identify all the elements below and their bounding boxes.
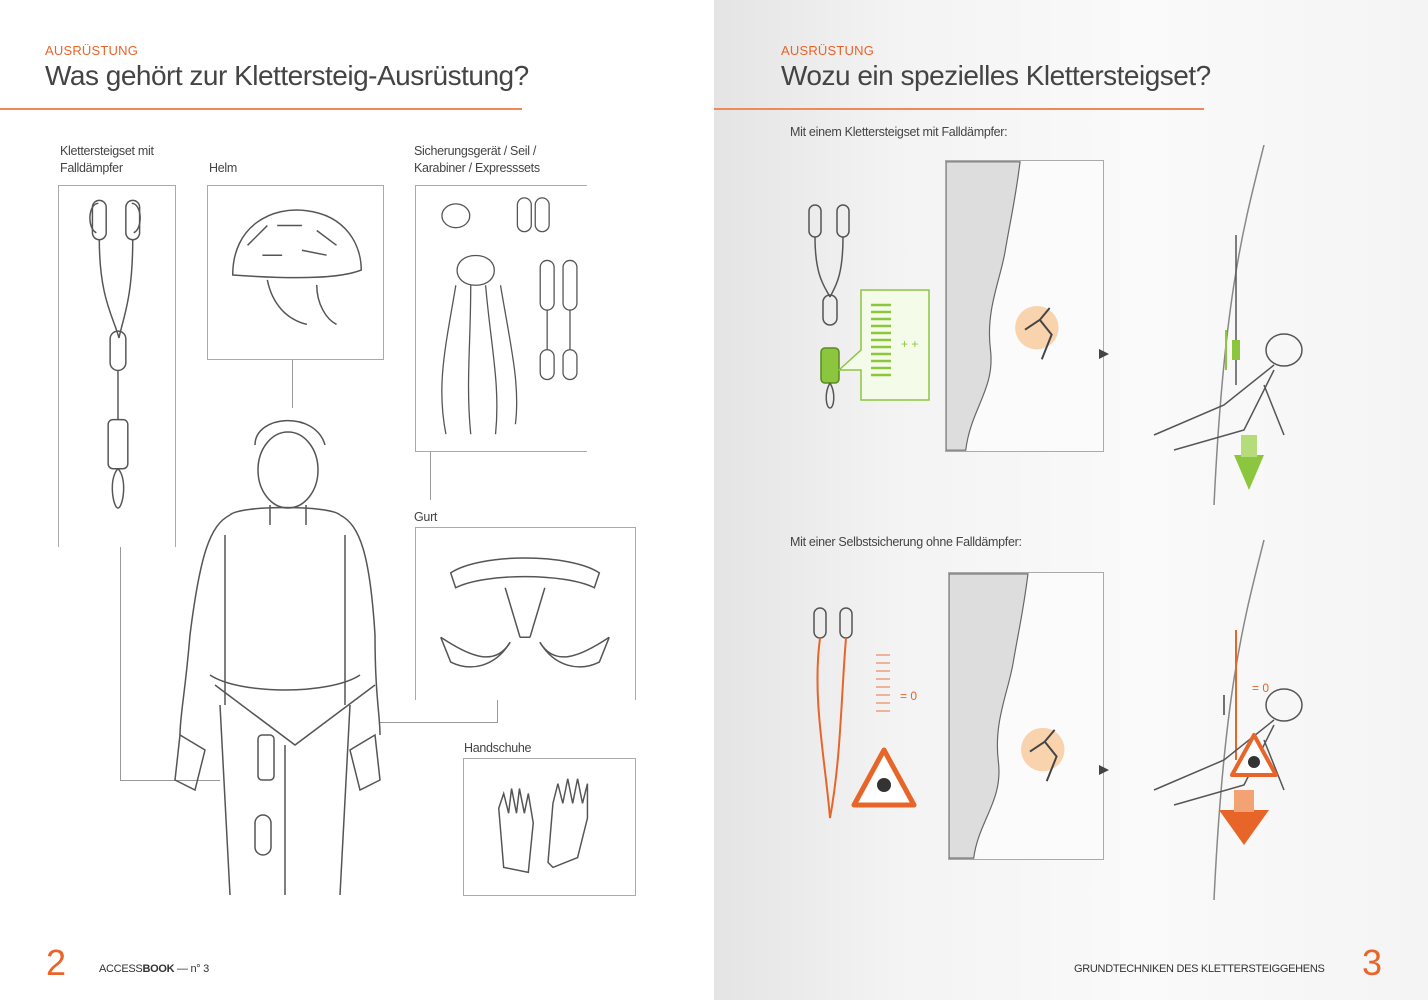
svg-text:+ +: + + xyxy=(901,337,918,351)
climber-figure-illustration xyxy=(170,405,385,896)
sicherung-illustration xyxy=(415,185,587,452)
lanyard-with-absorber-illustration: + + xyxy=(799,200,934,415)
footer-chapter: GRUNDTECHNIKEN DES KLETTERSTEIGGEHENS xyxy=(1074,963,1325,975)
label-helm: Helm xyxy=(209,161,237,175)
footer-publication: ACCESSBOOK — n° 3 xyxy=(99,963,209,975)
handschuhe-illustration xyxy=(463,758,636,896)
connector-line xyxy=(120,547,121,780)
connector-line xyxy=(497,700,498,722)
arrow-right-icon xyxy=(1097,763,1111,777)
fall-arrested-soft-illustration xyxy=(1124,144,1324,506)
fall-arrested-hard-illustration: = 0 xyxy=(1124,539,1324,901)
connector-line xyxy=(430,452,431,500)
title-rule xyxy=(714,108,1204,110)
section-kicker: AUSRÜSTUNG xyxy=(45,43,139,58)
connector-line xyxy=(292,360,293,408)
gurt-illustration xyxy=(415,527,636,700)
section-without-absorber-label: Mit einer Selbstsicherung ohne Falldämpf… xyxy=(790,535,1022,549)
page-number: 3 xyxy=(1362,942,1383,983)
left-page: AUSRÜSTUNG Was gehört zur Klettersteig-A… xyxy=(0,43,636,983)
label-handschuhe: Handschuhe xyxy=(464,741,532,755)
title-rule xyxy=(0,108,522,110)
helm-illustration xyxy=(207,185,384,360)
lanyard-without-absorber-illustration: = 0 xyxy=(804,605,924,820)
arrow-right-icon xyxy=(1097,347,1111,361)
section-kicker: AUSRÜSTUNG xyxy=(781,43,875,58)
right-page: AUSRÜSTUNG Wozu ein spezielles Kletterst… xyxy=(714,0,1428,1000)
fall-wall-panel-1 xyxy=(945,160,1104,452)
page-title: Was gehört zur Klettersteig-Ausrüstung? xyxy=(45,60,529,91)
label-sicherung: Sicherungsgerät / Seil /Karabiner / Expr… xyxy=(414,144,540,175)
page-title: Wozu ein spezielles Klettersteigset? xyxy=(781,60,1211,91)
page-number: 2 xyxy=(46,942,67,983)
svg-text:= 0: = 0 xyxy=(900,689,917,703)
klettersteigset-illustration xyxy=(58,185,176,547)
connector-line xyxy=(120,780,220,781)
fall-wall-panel-2 xyxy=(948,572,1104,860)
label-gurt: Gurt xyxy=(414,510,438,524)
connector-line xyxy=(380,722,498,723)
svg-text:= 0: = 0 xyxy=(1252,681,1269,695)
section-with-absorber-label: Mit einem Klettersteigset mit Falldämpfe… xyxy=(790,125,1008,139)
